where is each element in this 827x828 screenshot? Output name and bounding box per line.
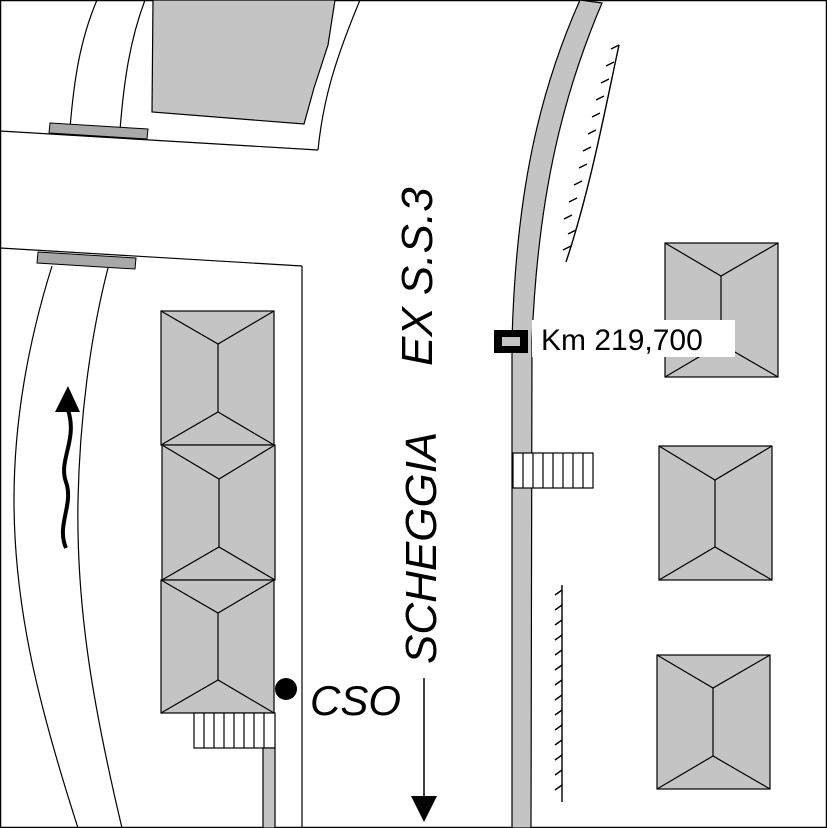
left-building-row (160, 310, 276, 828)
point-label-cso: CSO (310, 677, 401, 724)
road-edge-line (0, 130, 319, 151)
left-building-1 (160, 310, 275, 446)
top-left-block (0, 0, 361, 151)
wall-bar (36, 251, 137, 270)
km-marker-label: Km 219,700 (541, 324, 703, 357)
km-label-box (532, 320, 735, 357)
road-label-exss3: EX S.S.3 (393, 187, 442, 366)
right-building-2 (658, 445, 773, 581)
left-block (0, 247, 303, 828)
right-stairs (512, 452, 594, 489)
curve-line (119, 0, 146, 131)
right-building-3 (656, 654, 771, 790)
left-building-2 (161, 444, 276, 581)
right-sidewalk-strip (511, 0, 603, 828)
river-bank-line (13, 265, 79, 828)
road-edge-line (317, 0, 361, 151)
embankment-lower (554, 585, 563, 802)
direction-arrow-icon (411, 678, 437, 822)
km-marker-icon (494, 330, 528, 353)
left-sidewalk-strip (262, 747, 276, 828)
river-bank-line (77, 267, 123, 828)
top-building (151, 0, 336, 125)
left-stairs (193, 712, 276, 749)
road-label-scheggia: SCHEGGIA (397, 432, 446, 664)
flow-arrow-icon (55, 386, 80, 549)
curve-line (69, 0, 98, 129)
road-edge-line (0, 247, 303, 267)
wall-bar (48, 122, 149, 140)
embankment-upper (562, 44, 620, 263)
point-marker-icon (275, 678, 297, 700)
left-building-3 (160, 579, 275, 714)
